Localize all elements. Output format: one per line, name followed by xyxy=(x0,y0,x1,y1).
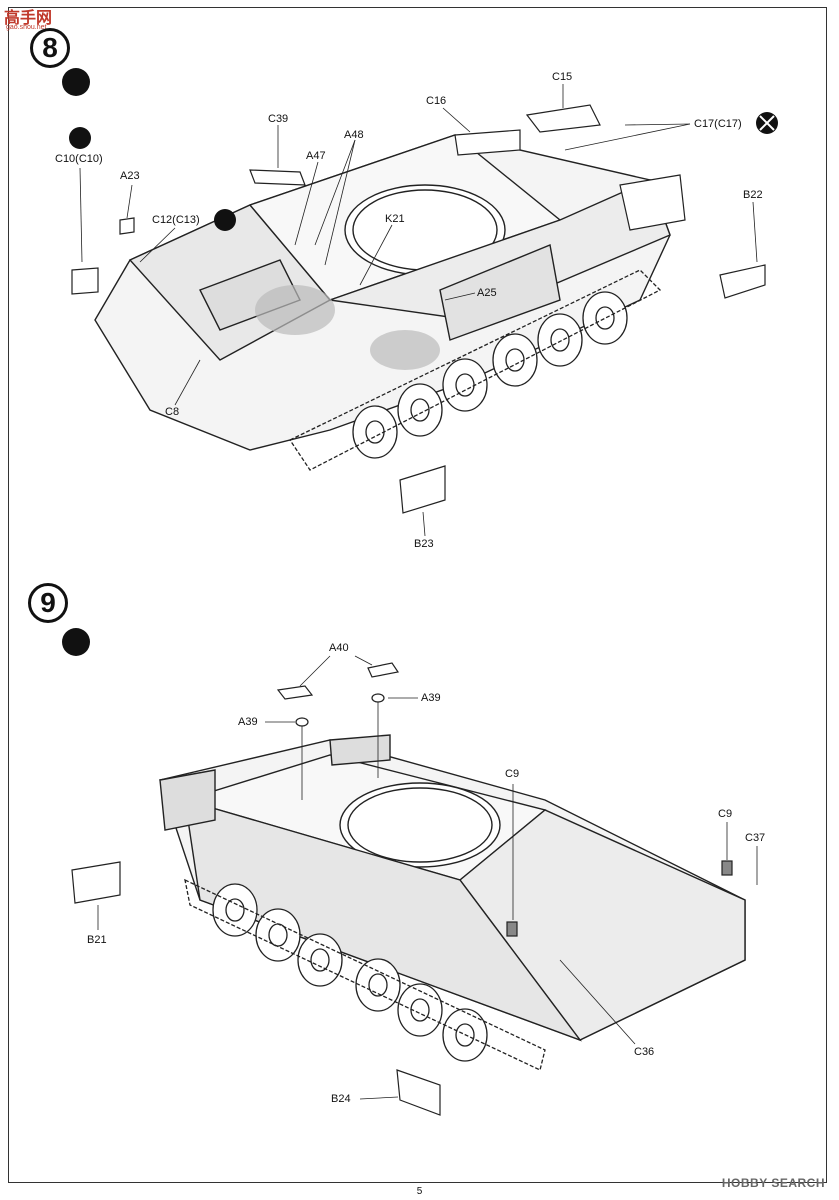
label-c9-mid: C9 xyxy=(505,768,520,780)
label-c15: C15 xyxy=(552,71,573,83)
label-c10: C10(C10) xyxy=(55,153,103,165)
step9-hull xyxy=(159,734,746,1042)
step8-parts xyxy=(71,104,766,514)
cement-icon xyxy=(62,68,90,96)
label-c39: C39 xyxy=(268,113,289,125)
cement-icon xyxy=(62,628,90,656)
step9-wheels xyxy=(184,878,546,1071)
part-c9-right xyxy=(721,860,733,876)
label-c17: C17(C17) xyxy=(694,118,742,130)
label-c16: C16 xyxy=(426,95,447,107)
part-c16 xyxy=(454,129,521,156)
label-c36: C36 xyxy=(634,1046,655,1058)
part-c39 xyxy=(249,169,306,186)
part-a39-left xyxy=(295,717,309,727)
label-k21: K21 xyxy=(385,213,405,225)
label-a39-right: A39 xyxy=(421,692,441,704)
label-c9-right: C9 xyxy=(718,808,733,820)
step8-markers xyxy=(69,112,778,231)
part-c15 xyxy=(525,104,601,133)
label-c37: C37 xyxy=(745,832,766,844)
part-b22 xyxy=(719,264,766,299)
label-b24: B24 xyxy=(331,1093,351,1105)
label-a39-left: A39 xyxy=(238,716,258,728)
label-b23: B23 xyxy=(414,538,434,550)
label-a47: A47 xyxy=(306,150,326,162)
part-c9-mid xyxy=(506,921,518,937)
label-b22: B22 xyxy=(743,189,763,201)
step8-wheels xyxy=(289,269,662,471)
label-a23: A23 xyxy=(120,170,140,182)
label-c8: C8 xyxy=(165,406,180,418)
step-number-8: 8 xyxy=(30,28,70,68)
label-c12: C12(C13) xyxy=(152,214,200,226)
site-logo-sub: gao.shou.net xyxy=(6,24,47,31)
label-a25: A25 xyxy=(477,287,497,299)
label-a48: A48 xyxy=(344,129,364,141)
step8-leaders xyxy=(79,84,758,537)
label-a40: A40 xyxy=(329,642,349,654)
part-rear-box xyxy=(619,174,686,231)
label-b21: B21 xyxy=(87,934,107,946)
part-a40-right xyxy=(367,662,400,678)
part-b24 xyxy=(396,1069,441,1116)
site-logo: 高手网 xyxy=(4,10,53,27)
part-a39-right xyxy=(371,693,385,703)
part-a23 xyxy=(119,217,135,235)
page-number: 5 xyxy=(416,1186,423,1197)
part-b21 xyxy=(71,861,121,904)
watermark: HOBBY SEARCH xyxy=(721,1176,825,1190)
step-number-9: 9 xyxy=(28,583,68,623)
highlight-area xyxy=(255,285,335,335)
part-a40-left xyxy=(276,685,314,700)
step9-leaders xyxy=(97,655,758,1100)
part-b23 xyxy=(399,465,446,514)
highlight-area xyxy=(370,330,440,370)
part-c10 xyxy=(71,267,99,295)
page-frame xyxy=(8,7,827,1183)
